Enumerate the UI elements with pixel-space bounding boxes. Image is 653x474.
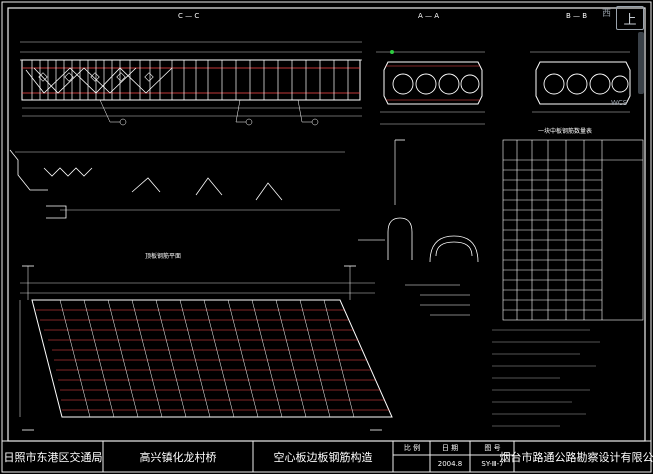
rebar-details	[9, 139, 479, 263]
wcs-menu-button[interactable]: WCS	[611, 99, 628, 107]
title-block-grid	[2, 440, 651, 472]
date-value: 2004.8	[437, 459, 463, 468]
table-title: 一块中板钢筋数量表	[538, 128, 593, 135]
drawing-no-value: SY-Ⅲ-7	[481, 459, 504, 468]
bb-section-title: B — B	[566, 12, 588, 20]
project-label: 高兴镇化龙村桥	[139, 451, 217, 464]
anchor-detail	[405, 284, 470, 316]
notes-lines	[492, 329, 600, 427]
quantity-table	[502, 139, 644, 321]
viewcube-widget[interactable]: 上 西 WCS	[586, 2, 648, 112]
aa-section	[376, 50, 485, 125]
viewcube-top-face[interactable]: 上	[616, 6, 644, 30]
viewcube-west-label[interactable]: 西	[602, 9, 612, 19]
drawing-name-label: 空心板边板钢筋构造	[273, 451, 373, 464]
cc-section-title: C — C	[178, 12, 200, 20]
cc-elevation	[20, 41, 362, 126]
bb-section	[530, 51, 631, 113]
owner-label: 日照市东港区交通局	[3, 451, 103, 464]
drawing-no-header: 图 号	[484, 444, 501, 452]
designer-label: 烟台市路通公路勘察设计有限公司	[499, 451, 653, 464]
plan-section-title: 顶板钢筋平面	[145, 253, 182, 260]
aa-section-title: A — A	[418, 12, 440, 20]
date-header: 日 期	[441, 444, 459, 452]
scale-header: 比 例	[403, 444, 421, 452]
deck-plan	[19, 265, 393, 431]
viewcube-ring	[638, 32, 644, 94]
